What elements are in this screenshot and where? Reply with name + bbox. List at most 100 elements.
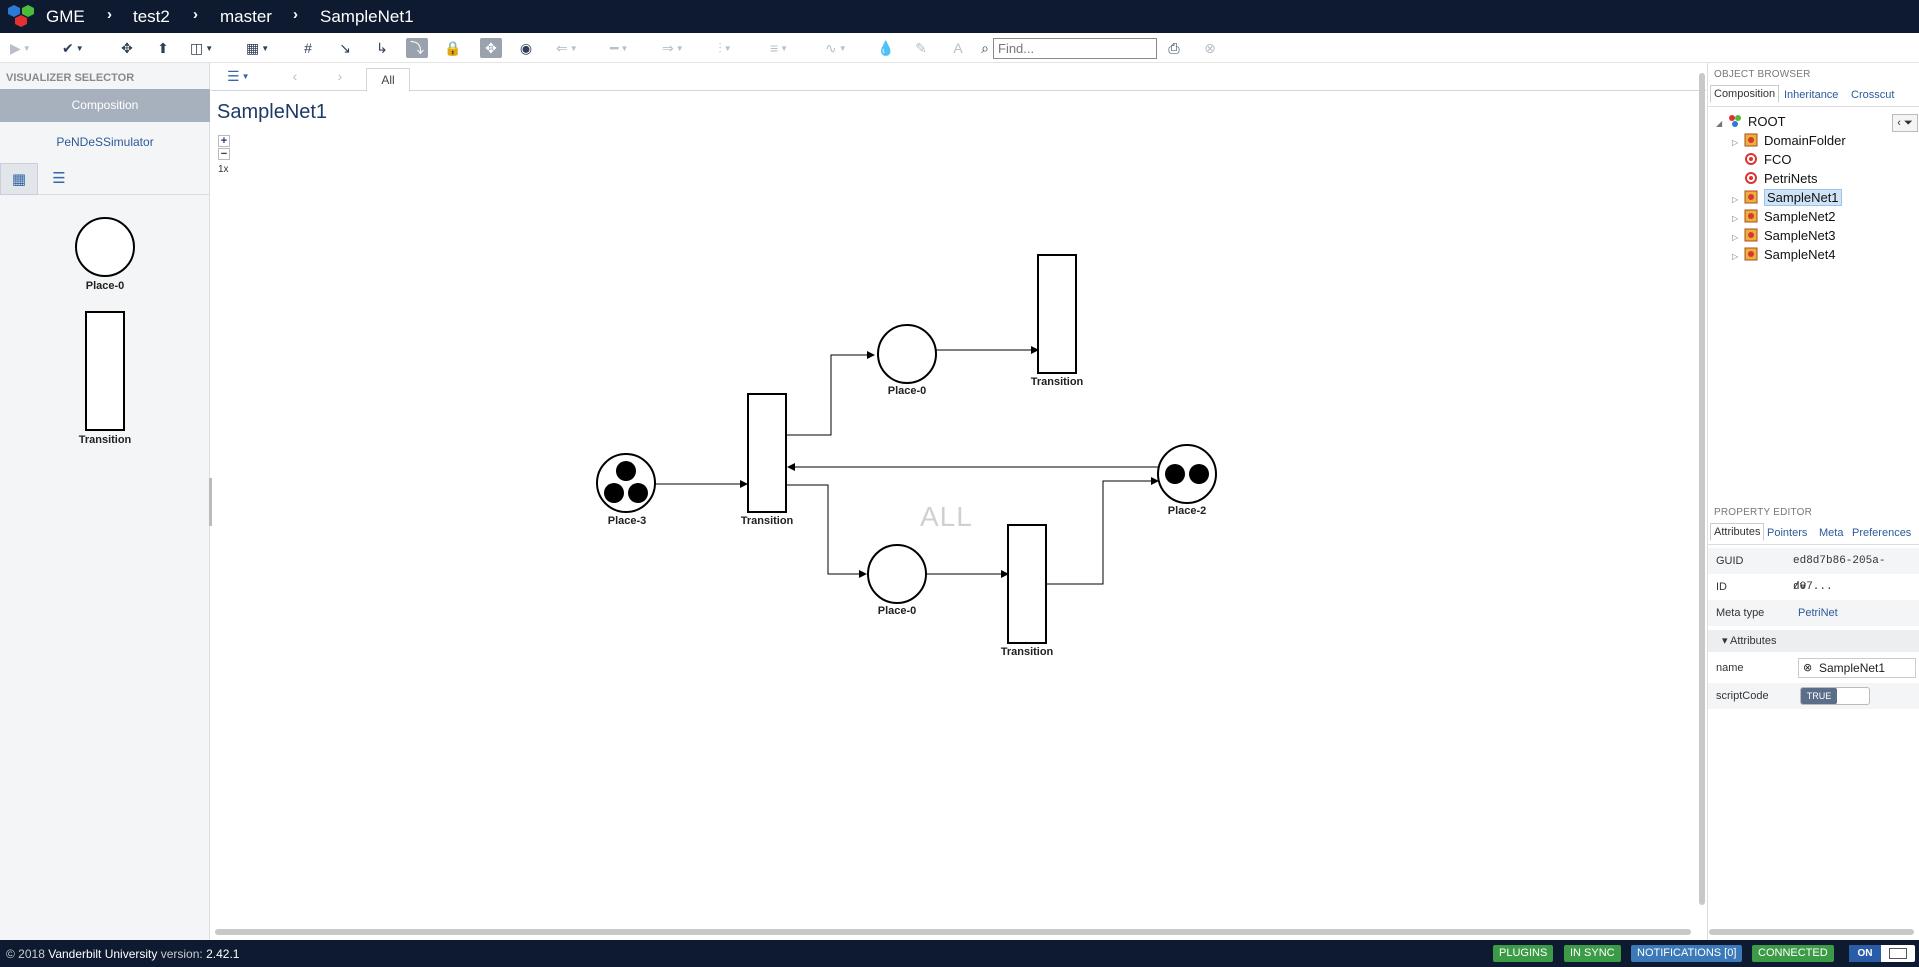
arc-transition-to-place2[interactable] xyxy=(1047,477,1159,585)
tree-node-petrinets[interactable]: PetriNets xyxy=(1732,170,1817,188)
connected-badge[interactable]: CONNECTED xyxy=(1752,945,1834,962)
collapse-icon[interactable]: ◢ xyxy=(1716,119,1723,128)
plugins-badge[interactable]: PLUGINS xyxy=(1493,945,1554,962)
print-icon[interactable]: ⎙ xyxy=(1168,40,1180,56)
breadcrumb-chevron-icon: › xyxy=(193,6,198,23)
text-color-icon[interactable]: A xyxy=(953,40,963,56)
tab-preferences[interactable]: Preferences xyxy=(1852,527,1912,539)
tab-inheritance[interactable]: Inheritance xyxy=(1784,89,1839,101)
arrow-start-icon[interactable]: ⇐▼ xyxy=(556,40,578,56)
list-view-icon[interactable]: ☰ xyxy=(52,170,66,187)
place-0-bottom[interactable] xyxy=(867,544,927,604)
prev-tab-icon[interactable]: ‹ xyxy=(292,68,298,84)
part-place-label: Place-0 xyxy=(85,280,125,292)
attributes-section-header[interactable]: ▾ Attributes xyxy=(1708,630,1919,652)
expand-icon[interactable]: ▷ xyxy=(1732,214,1739,223)
place-0-top[interactable] xyxy=(877,324,937,384)
transition-top[interactable] xyxy=(1037,254,1077,374)
zoom-out-button[interactable]: − xyxy=(218,148,230,160)
move-icon[interactable]: ✥ xyxy=(121,40,133,56)
transition-center-label: Transition xyxy=(740,515,794,527)
eye-icon[interactable]: ◉ xyxy=(519,40,533,56)
place-2[interactable] xyxy=(1157,444,1217,504)
arc-transition-to-place0-top[interactable] xyxy=(786,351,875,436)
hash-icon[interactable]: # xyxy=(304,40,312,56)
tree-node-samplenet4[interactable]: ▷SampleNet4 xyxy=(1732,246,1836,264)
object-browser-title: OBJECT BROWSER xyxy=(1714,69,1811,80)
tree-node-root[interactable]: ◢ROOT xyxy=(1716,113,1786,131)
tree-node-samplenet2[interactable]: ▷SampleNet2 xyxy=(1732,208,1836,226)
tab-all[interactable]: All xyxy=(366,68,410,92)
tree-node-samplenet3[interactable]: ▷SampleNet3 xyxy=(1732,227,1836,245)
right-panel-scrollbar[interactable] xyxy=(1709,929,1914,935)
top-bar: GME › test2 › master › SampleNet1 xyxy=(0,0,1919,33)
token xyxy=(628,483,648,503)
breadcrumb-branch[interactable]: master xyxy=(220,7,272,26)
router-icon[interactable]: ⤵ xyxy=(406,38,428,58)
line-type-icon[interactable]: ∿▼ xyxy=(825,40,847,56)
transition-center[interactable] xyxy=(747,393,787,513)
app-name[interactable]: GME xyxy=(46,7,85,26)
check-meta-icon[interactable]: ✔▼ xyxy=(62,40,84,56)
metatype-link[interactable]: PetriNet xyxy=(1798,607,1838,619)
clear-icon[interactable]: ⊗ xyxy=(1204,40,1216,56)
border-color-icon[interactable]: ✎ xyxy=(915,40,927,56)
reset-icon[interactable]: ⊗ xyxy=(1803,662,1813,674)
layout-icon[interactable]: ◫▼ xyxy=(190,40,214,56)
expand-icon[interactable]: ▷ xyxy=(1732,233,1739,242)
upload-icon[interactable]: ⬆ xyxy=(157,40,169,56)
zoom-in-button[interactable]: + xyxy=(218,135,230,147)
expand-icon[interactable]: ▷ xyxy=(1732,138,1739,147)
left-splitter[interactable] xyxy=(209,478,212,526)
fill-color-icon[interactable]: 💧 xyxy=(877,40,895,56)
property-editor-title: PROPERTY EDITOR xyxy=(1714,507,1813,518)
line-style-icon[interactable]: ━▼ xyxy=(610,40,629,56)
model-icon xyxy=(1744,190,1758,204)
arrow-end-icon[interactable]: ⇒▼ xyxy=(662,40,684,56)
part-place[interactable] xyxy=(75,217,135,277)
tree-node-fco[interactable]: FCO xyxy=(1732,151,1791,169)
arc-transition-to-place0-bottom[interactable] xyxy=(786,484,867,578)
visualizer-composition[interactable]: Composition xyxy=(0,89,210,122)
status-bar: © 2018 Vanderbilt University version: 2.… xyxy=(0,940,1919,967)
find-input[interactable] xyxy=(993,38,1157,59)
canvas-area: ☰▼ ‹ › All SampleNet1 + − 1x ALL xyxy=(211,63,1706,940)
breadcrumb-project[interactable]: test2 xyxy=(133,7,170,26)
part-transition[interactable] xyxy=(85,311,125,431)
scriptcode-toggle[interactable]: TRUE xyxy=(1800,687,1870,705)
line-width-icon[interactable]: ≡▼ xyxy=(770,40,789,56)
settings-icon[interactable]: ⫶▼ xyxy=(718,40,732,56)
org-link[interactable]: Vanderbilt University xyxy=(48,947,158,961)
notifications-badge[interactable]: NOTIFICATIONS [0] xyxy=(1631,945,1743,962)
tab-composition[interactable]: Composition xyxy=(1710,85,1780,103)
visualizer-pendessimulator[interactable]: PeNDeSSimulator xyxy=(56,135,154,149)
horizontal-scrollbar[interactable] xyxy=(215,929,1691,935)
tree-node-samplenet1[interactable]: ▷SampleNet1 xyxy=(1732,189,1842,207)
connection-icon[interactable]: ↘ xyxy=(339,40,351,56)
tab-attributes[interactable]: Attributes xyxy=(1710,523,1765,541)
name-field[interactable]: ⊗SampleNet1 xyxy=(1798,658,1916,678)
next-tab-icon[interactable]: › xyxy=(337,68,343,84)
grid-view-icon[interactable]: ▦ xyxy=(0,163,38,195)
expand-icon[interactable]: ▷ xyxy=(1732,195,1739,204)
vertical-scrollbar[interactable] xyxy=(1699,73,1705,905)
sync-badge[interactable]: IN SYNC xyxy=(1564,945,1621,962)
expand-icon[interactable]: ▷ xyxy=(1732,252,1739,261)
lock-icon[interactable]: 🔒 xyxy=(444,40,462,56)
breadcrumb-node[interactable]: SampleNet1 xyxy=(320,7,414,26)
route-icon[interactable]: ↳ xyxy=(376,40,388,56)
gme-logo-icon[interactable] xyxy=(6,4,38,30)
play-icon[interactable]: ▶▼ xyxy=(10,40,31,56)
tree-node-domainfolder[interactable]: ▷DomainFolder xyxy=(1732,132,1846,150)
transition-top-label: Transition xyxy=(1030,376,1084,388)
transition-bottom[interactable] xyxy=(1007,524,1047,644)
keyboard-toggle[interactable]: ON xyxy=(1849,945,1915,962)
tab-list-icon[interactable]: ☰▼ xyxy=(227,68,250,84)
tab-meta[interactable]: Meta xyxy=(1819,527,1844,539)
tab-pointers[interactable]: Pointers xyxy=(1767,527,1808,539)
grid-icon[interactable]: ▦▼ xyxy=(246,40,270,56)
filter-icon[interactable]: ‹ ⏷ xyxy=(1892,114,1918,132)
canvas-tab-bar: ☰▼ ‹ › All xyxy=(211,63,1706,92)
tab-crosscut[interactable]: Crosscut xyxy=(1851,89,1895,101)
pan-icon[interactable]: ✥ xyxy=(480,38,502,58)
